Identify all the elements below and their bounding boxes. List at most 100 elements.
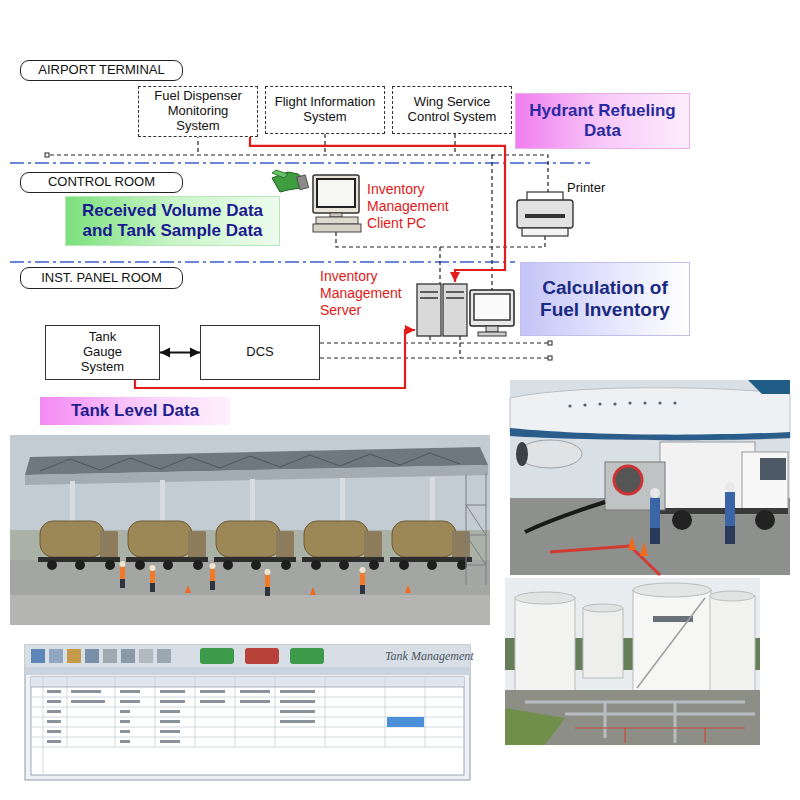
canopy-photo-part (360, 567, 366, 573)
canopy-photo-part (399, 560, 409, 570)
software-screenshot (25, 645, 470, 780)
software-screenshot-part-part (160, 740, 180, 743)
refueling-photo-part-part (568, 404, 571, 407)
canopy-photo-part-part (466, 505, 486, 535)
printer-icon-part (525, 214, 565, 218)
software-screenshot-part-part (120, 700, 140, 703)
data-callout: Received Volume Data and Tank Sample Dat… (65, 196, 280, 246)
software-screenshot-part-part (31, 697, 464, 698)
refueling-photo-part (525, 502, 605, 532)
refueling-photo-part (725, 482, 735, 492)
tank-farm-photo (505, 578, 760, 745)
computer-icon-part (313, 175, 359, 213)
room-separator-part (10, 261, 515, 263)
software-screenshot-part-part (160, 710, 180, 713)
canopy-photo-part (364, 531, 382, 559)
room-label: CONTROL ROOM (20, 172, 183, 193)
server-icon-part (486, 326, 498, 332)
printer-icon-part (522, 228, 568, 236)
software-screenshot-part (200, 648, 234, 664)
software-screenshot-part-part (235, 677, 236, 747)
software-screenshot-part-part (240, 690, 270, 693)
software-screenshot-part (245, 648, 279, 664)
node-text: Wing Service Control System (401, 95, 503, 125)
software-screenshot-part-part (31, 707, 464, 708)
software-screenshot-part-part (43, 677, 44, 775)
canopy-photo-part (223, 560, 233, 570)
canopy-photo-part (40, 453, 460, 471)
arrow-head (405, 325, 415, 335)
software-screenshot-part-part (200, 700, 225, 703)
data-callout: Calculation of Fuel Inventory (520, 262, 690, 336)
canopy-photo-part (405, 585, 411, 593)
server-icon-part (417, 284, 441, 336)
refueling-photo-part-part (583, 403, 586, 406)
canopy-photo-part (265, 575, 270, 587)
node-text: Calculation of Fuel Inventory (529, 277, 681, 321)
canopy-photo-part (193, 560, 203, 570)
canopy-photo-part (100, 531, 118, 559)
software-screenshot-part-part (155, 677, 156, 747)
node-text: Tank Gauge System (71, 330, 134, 375)
network-wire-part (336, 232, 545, 247)
software-screenshot-part-part (200, 690, 225, 693)
connector (160, 348, 200, 358)
software-screenshot-part-part (67, 677, 68, 747)
refueling-photo-part (510, 380, 790, 575)
inventory-server: Inventory Management Server (415, 282, 515, 338)
tank-farm-photo-part (505, 708, 565, 745)
room-label: AIRPORT TERMINAL (20, 60, 183, 81)
tank-farm-photo-part-part (624, 728, 625, 743)
software-screenshot-part-part (71, 700, 105, 703)
refueling-photo-part (660, 442, 755, 514)
arrow-head (450, 272, 460, 282)
node-text: Tank Level Data (71, 401, 199, 421)
software-screenshot-part-part (115, 677, 116, 747)
canopy-photo-part (150, 571, 155, 583)
refueling-photo-part (725, 492, 735, 526)
server-icon-part (443, 284, 467, 336)
software-screenshot-part-part (47, 740, 61, 743)
canopy-photo-part (40, 521, 104, 557)
canopy-photo-part (120, 579, 125, 588)
canopy-photo-part (265, 569, 271, 575)
server-icon-part (420, 297, 438, 299)
software-screenshot-part (31, 677, 464, 775)
icon-label: Inventory Management Server (320, 268, 410, 318)
network-wire-part (197, 134, 198, 155)
canopy-photo-part (369, 560, 379, 570)
software-screenshot-part-part (325, 677, 326, 747)
wire-end-part (548, 356, 552, 360)
canopy-photo-part (185, 585, 191, 593)
data-callout: Tank Level Data (40, 397, 230, 425)
software-screenshot-part (31, 649, 45, 663)
network-wire-part (439, 247, 440, 284)
process-box: DCS (200, 325, 320, 380)
software-screenshot-part-part (47, 700, 61, 703)
refueling-photo-part (748, 380, 790, 394)
refueling-photo-part (672, 510, 692, 530)
server-icon-part (478, 332, 506, 336)
refueling-photo-part (510, 498, 790, 575)
software-screenshot-part (67, 649, 81, 663)
canopy-photo-part (360, 585, 365, 594)
tank-farm-photo-part (633, 590, 711, 700)
software-screenshot-part-part (120, 720, 130, 723)
tank-farm-photo-part (515, 598, 575, 693)
server-icon-part (474, 294, 510, 320)
software-screenshot-part-part (71, 690, 101, 693)
refueling-photo-part (640, 542, 648, 556)
system-box: Flight Information System (265, 86, 385, 134)
tank-farm-photo-part (710, 596, 755, 696)
refueling-photo-part (510, 388, 790, 440)
tank-farm-photo-part (633, 583, 711, 597)
canopy-photo-part (251, 560, 261, 570)
refueling-photo-part (650, 498, 660, 528)
connector (135, 325, 415, 388)
canopy-photo-part (216, 521, 280, 557)
canopy-photo-part (360, 573, 365, 585)
refueling-photo (510, 380, 790, 575)
tank-farm-photo-part (583, 604, 623, 612)
node-text: DCS (246, 345, 273, 360)
